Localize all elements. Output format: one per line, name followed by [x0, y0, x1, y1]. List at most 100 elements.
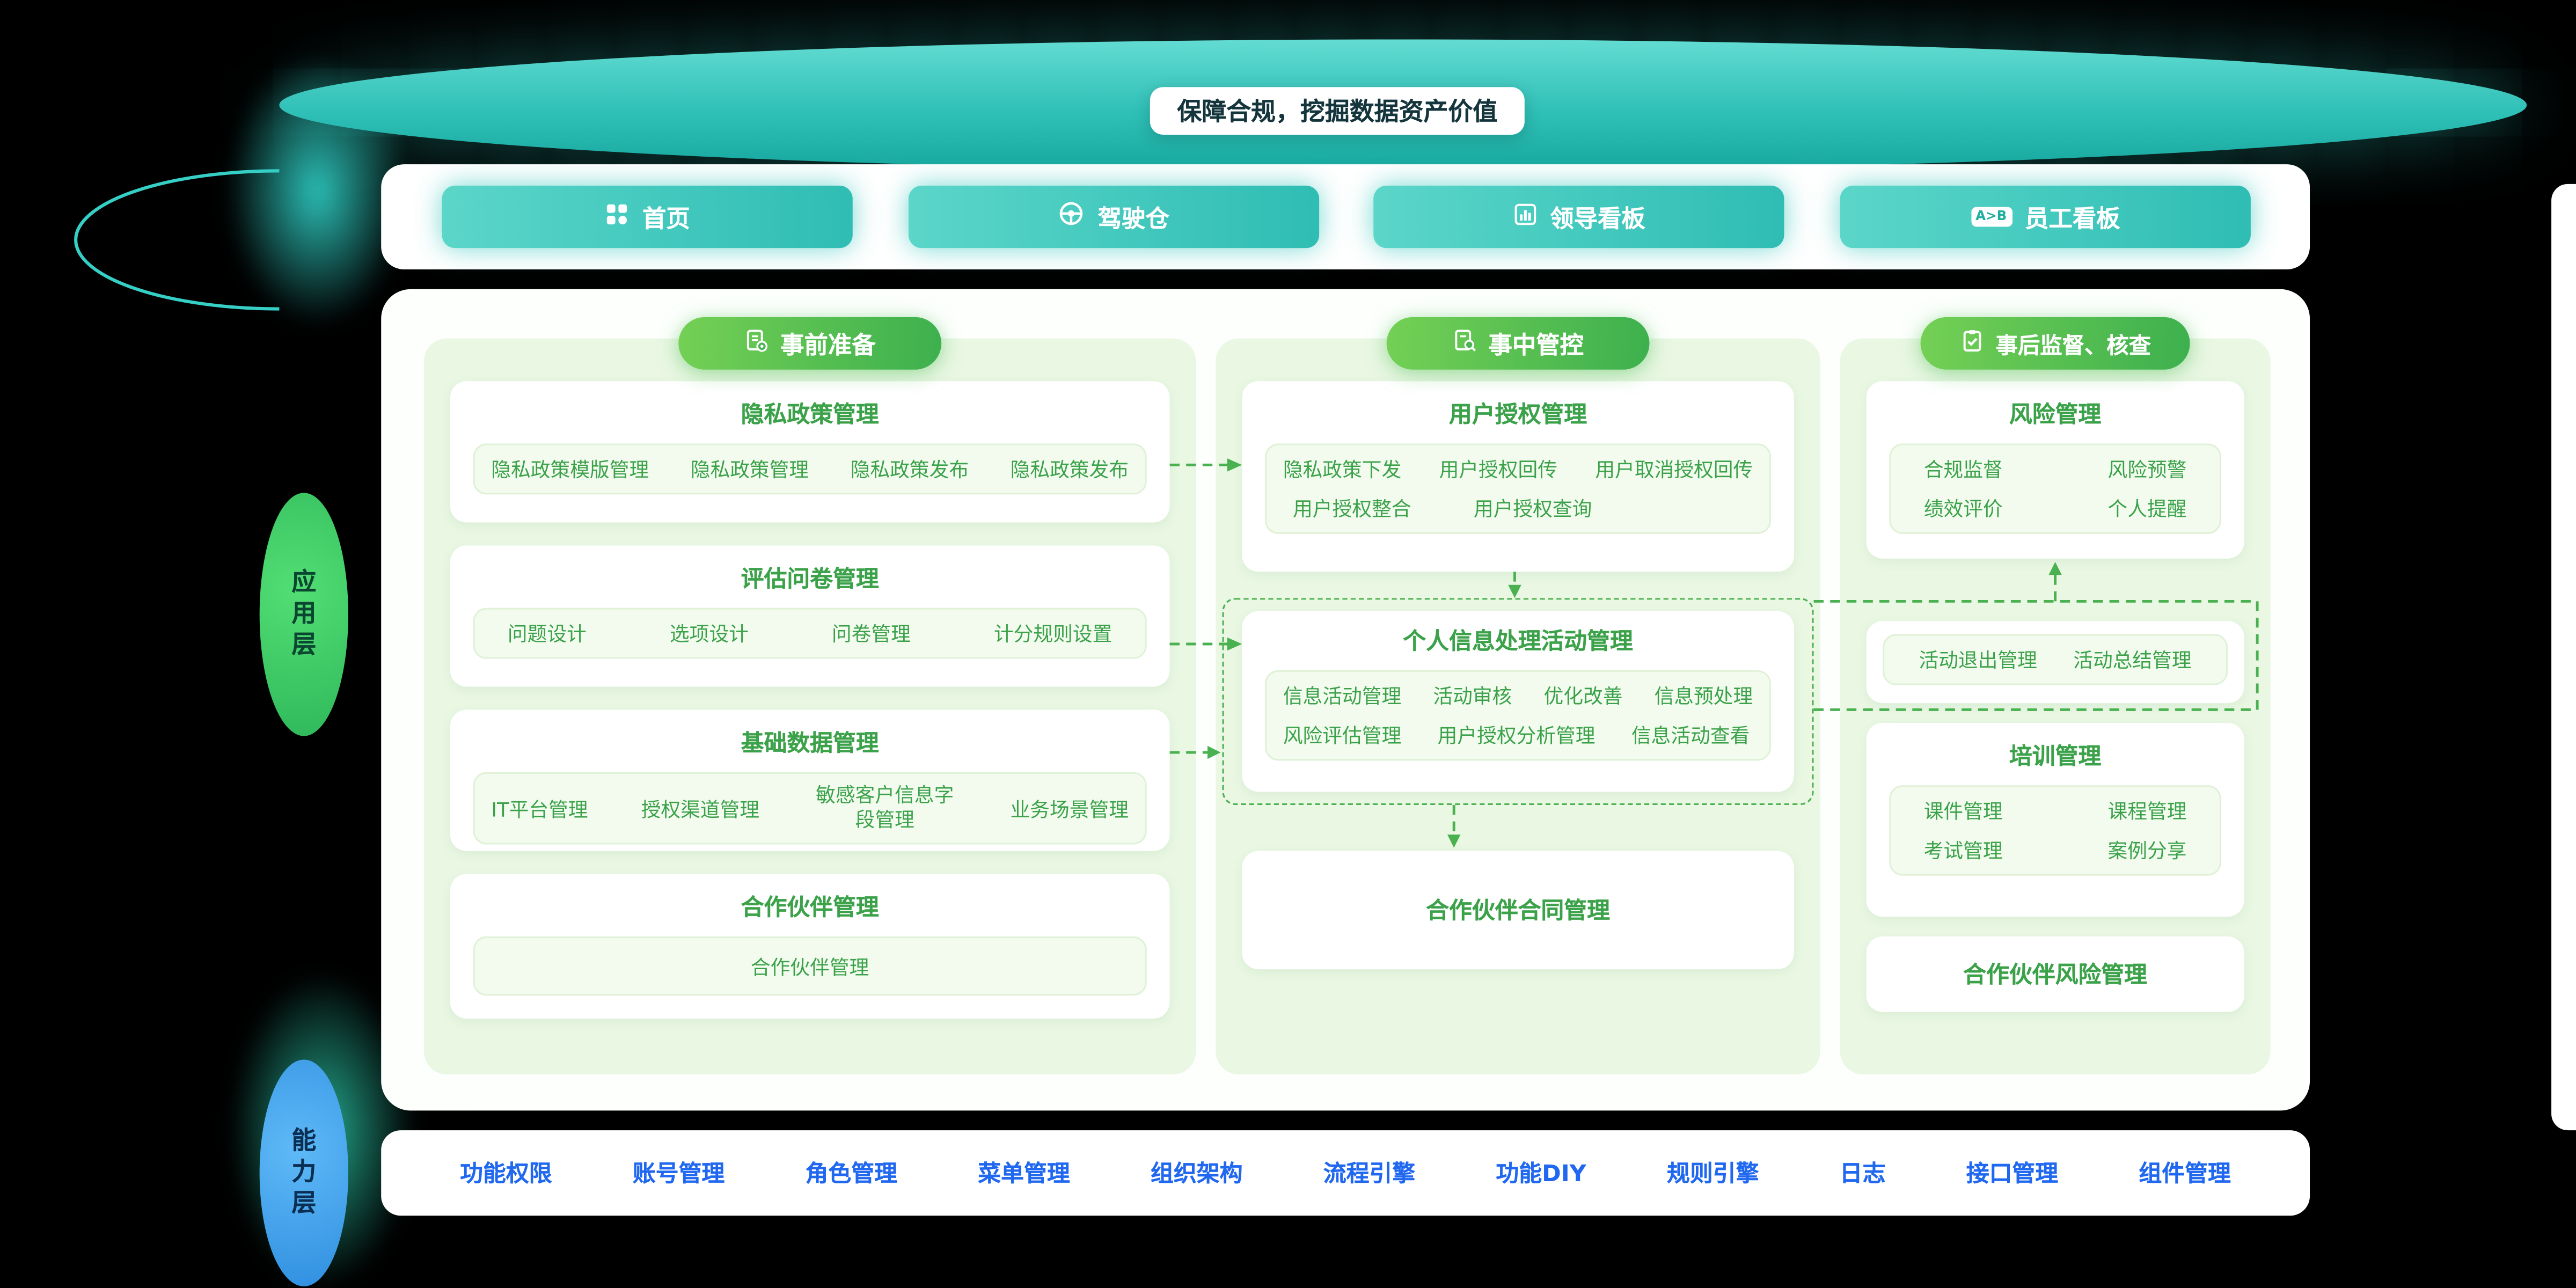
footer-item-role[interactable]: 角色管理	[805, 1161, 898, 1188]
capability-layer-text: 能力层	[288, 1126, 318, 1220]
column-post-supervision: 风险管理 合规监督 风险预警 绩效评价 个人提醒 活动退出管理	[1840, 338, 2271, 1075]
column-in-process-control: 用户授权管理 隐私政策下发 用户授权回传 用户取消授权回传 用户授权整合 用户授…	[1216, 338, 1820, 1075]
card-user-authorization: 用户授权管理 隐私政策下发 用户授权回传 用户取消授权回传 用户授权整合 用户授…	[1242, 381, 1794, 572]
stage-badge-label: 事后监督、核查	[1995, 333, 2151, 360]
nav-button-employee-board[interactable]: A>B 员工看板	[1840, 185, 2251, 248]
feature-item: 授权渠道管理	[641, 797, 760, 821]
card-title: 风险管理	[2009, 402, 2102, 429]
main-panel: 隐私政策管理 隐私政策模版管理 隐私政策管理 隐私政策发布 隐私政策发布 评估问…	[381, 289, 2310, 1111]
card-items-bar: 隐私政策模版管理 隐私政策管理 隐私政策发布 隐私政策发布	[473, 443, 1147, 495]
footer-item-workflow-engine[interactable]: 流程引擎	[1323, 1161, 1416, 1188]
stage-badge-label: 事前准备	[780, 332, 876, 359]
card-items-bar: 信息活动管理 活动审核 优化改善 信息预处理 风险评估管理 用户授权分析管理 信…	[1265, 670, 1771, 761]
card-items-bar: 合规监督 风险预警 绩效评价 个人提醒	[1889, 443, 2221, 534]
bar-chart-icon	[1512, 201, 1537, 232]
nav-button-home[interactable]: 首页	[442, 185, 853, 248]
feature-item: 计分规则设置	[993, 623, 1113, 646]
right-edge-panel	[2551, 184, 2576, 1131]
nav-button-label: 首页	[642, 206, 690, 233]
stage-badge-pre-preparation: 事前准备	[678, 317, 942, 370]
footer-item-menu[interactable]: 菜单管理	[978, 1161, 1070, 1188]
feature-item: IT平台管理	[491, 797, 588, 821]
feature-item: 隐私政策管理	[690, 458, 809, 481]
card-privacy-policy: 隐私政策管理 隐私政策模版管理 隐私政策管理 隐私政策发布 隐私政策发布	[450, 381, 1170, 523]
card-title: 合作伙伴风险管理	[1963, 962, 2148, 989]
card-title: 隐私政策管理	[741, 402, 879, 429]
feature-item: 课件管理	[1923, 800, 2003, 823]
nav-button-label: 员工看板	[2024, 206, 2120, 233]
footer-item-rule-engine[interactable]: 规则引擎	[1666, 1161, 1759, 1188]
footer-item-account[interactable]: 账号管理	[632, 1161, 725, 1188]
feature-item: 用户授权整合	[1293, 497, 1411, 521]
card-title: 基础数据管理	[741, 731, 879, 758]
feature-item: 敏感客户信息字段管理	[816, 784, 954, 831]
footer-item-function-permission[interactable]: 功能权限	[460, 1161, 552, 1188]
card-assessment-questionnaire: 评估问卷管理 问题设计 选项设计 问卷管理 计分规则设置	[450, 545, 1170, 687]
feature-item: 信息预处理	[1654, 685, 1753, 708]
stage-badge-in-process: 事中管控	[1386, 317, 1650, 370]
stage-badge-post-supervision: 事后监督、核查	[1920, 317, 2190, 370]
footer-item-api[interactable]: 接口管理	[1966, 1161, 2059, 1188]
feature-item: 业务场景管理	[1010, 797, 1129, 821]
feature-item: 问卷管理	[831, 623, 911, 646]
feature-item: 用户授权回传	[1439, 458, 1558, 481]
clipboard-check-icon	[1959, 328, 1984, 359]
feature-item: 优化改善	[1543, 685, 1623, 708]
feature-item: 问题设计	[507, 623, 587, 646]
card-partner-risk: 合作伙伴风险管理	[1866, 936, 2244, 1012]
card-items-bar: IT平台管理 授权渠道管理 敏感客户信息字段管理 业务场景管理	[473, 772, 1147, 845]
feature-item: 风险预警	[2107, 458, 2187, 481]
ab-compare-icon: A>B	[1970, 207, 2012, 227]
home-grid-icon	[605, 201, 630, 232]
card-basic-data: 基础数据管理 IT平台管理 授权渠道管理 敏感客户信息字段管理 业务场景管理	[450, 709, 1170, 851]
feature-item: 合作伙伴管理	[750, 955, 869, 978]
feature-item: 隐私政策发布	[1010, 458, 1129, 481]
feature-item: 活动退出管理	[1919, 649, 2037, 672]
feature-item: 合规监督	[1923, 458, 2003, 481]
card-title: 培训管理	[2009, 744, 2102, 771]
feature-item: 用户授权查询	[1473, 497, 1592, 521]
capability-layer-label: 能力层	[259, 1059, 348, 1286]
footer-item-component[interactable]: 组件管理	[2139, 1161, 2231, 1188]
feature-item: 用户授权分析管理	[1437, 724, 1596, 748]
card-activity-exit-summary: 活动退出管理 活动总结管理	[1866, 621, 2244, 704]
feature-item: 选项设计	[669, 623, 749, 646]
footer-item-organization[interactable]: 组织架构	[1151, 1161, 1243, 1188]
stage-badge-label: 事中管控	[1488, 332, 1584, 359]
card-title: 合作伙伴管理	[741, 895, 879, 922]
card-partner-contract: 合作伙伴合同管理	[1242, 851, 1794, 970]
application-layer-text: 应用层	[288, 567, 318, 662]
nav-button-label: 领导看板	[1550, 206, 1645, 233]
card-title: 评估问卷管理	[741, 567, 879, 594]
feature-item: 隐私政策模版管理	[491, 458, 649, 481]
footer-item-log[interactable]: 日志	[1839, 1161, 1886, 1188]
nav-button-leader-board[interactable]: 领导看板	[1373, 185, 1784, 248]
card-title: 合作伙伴合同管理	[1426, 898, 1610, 925]
card-title: 用户授权管理	[1449, 402, 1587, 429]
card-training-management: 培训管理 课件管理 课程管理 考试管理 案例分享	[1866, 722, 2244, 917]
feature-item: 活动审核	[1433, 685, 1512, 708]
feature-item: 风险评估管理	[1283, 724, 1402, 748]
footer-item-function-diy[interactable]: 功能DIY	[1496, 1161, 1586, 1188]
nav-button-cockpit[interactable]: 驾驶仓	[908, 185, 1320, 248]
steering-wheel-icon	[1058, 200, 1085, 233]
feature-item: 隐私政策下发	[1283, 458, 1402, 481]
teal-arc-decoration	[74, 169, 280, 311]
feature-item: 信息活动查看	[1631, 724, 1750, 748]
card-items-bar: 活动退出管理 活动总结管理	[1883, 634, 2228, 685]
card-partner-management: 合作伙伴管理 合作伙伴管理	[450, 874, 1170, 1019]
card-title: 个人信息处理活动管理	[1403, 629, 1633, 656]
feature-item: 案例分享	[2107, 839, 2187, 863]
feature-item: 活动总结管理	[2073, 649, 2192, 672]
feature-item: 课程管理	[2107, 800, 2187, 823]
column-pre-preparation: 隐私政策管理 隐私政策模版管理 隐私政策管理 隐私政策发布 隐私政策发布 评估问…	[423, 338, 1196, 1075]
card-items-bar: 问题设计 选项设计 问卷管理 计分规则设置	[473, 608, 1147, 659]
capability-bar: 功能权限 账号管理 角色管理 菜单管理 组织架构 流程引擎 功能DIY 规则引擎…	[381, 1130, 2310, 1216]
card-items-bar: 合作伙伴管理	[473, 936, 1147, 996]
nav-button-label: 驾驶仓	[1097, 206, 1169, 233]
feature-item: 个人提醒	[2107, 497, 2187, 521]
dashed-focus-frame	[1222, 598, 1814, 805]
feature-item: 考试管理	[1923, 839, 2003, 863]
doc-search-icon	[1452, 328, 1477, 359]
